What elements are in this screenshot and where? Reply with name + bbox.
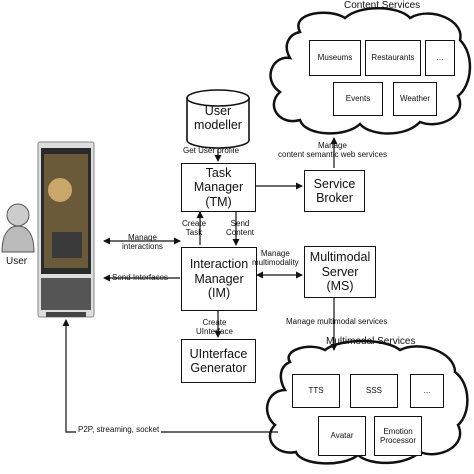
p2p-arrow xyxy=(62,319,278,433)
user-modeller-label: User modeller xyxy=(194,104,242,133)
p2p-label: P2P, streaming, socket xyxy=(76,425,162,435)
uinterface-generator-box: UInterface Generator xyxy=(181,339,256,383)
interaction-manager-box: Interaction Manager (IM) xyxy=(181,247,257,311)
content-services-title: Content Services xyxy=(344,0,421,11)
multimodal-service-avatar: Avatar xyxy=(318,416,366,456)
user-icon xyxy=(1,203,35,253)
manage-content-label: Manage content semantic web services xyxy=(278,141,387,159)
multimodal-server-box: Multimodal Server (MS) xyxy=(304,246,376,298)
content-service-restaurants: Restaurants xyxy=(365,40,421,76)
multimodal-service-emotion-processor: Emotion Processor xyxy=(374,416,422,456)
content-service-events: Events xyxy=(333,82,383,116)
multimodal-service-tts: TTS xyxy=(292,374,340,408)
task-manager-box: Task Manager (TM) xyxy=(181,163,256,212)
create-task-label: Create Task xyxy=(182,219,207,237)
send-content-label: Send Content xyxy=(226,219,255,237)
send-interfaces-label: Send Interfaces xyxy=(112,273,169,282)
multimodal-service-sss: SSS xyxy=(350,374,398,408)
kiosk-device-icon xyxy=(37,141,95,318)
create-uinterface-label: Create UInterface xyxy=(196,318,233,336)
get-user-profile-label: Get User profile xyxy=(183,146,240,155)
manage-interactions-label: Manage interactions xyxy=(122,233,163,251)
manage-multimodal-services-label: Manage multimodal services xyxy=(286,317,388,326)
multimodal-services-title: Multimodal Services xyxy=(326,336,416,347)
content-service-more: ... xyxy=(425,40,455,76)
service-broker-box: Service Broker xyxy=(304,170,365,212)
manage-multimodality-label: Manage multimodality xyxy=(252,249,299,267)
multimodal-service-more: ... xyxy=(410,374,444,408)
content-service-weather: Weather xyxy=(393,82,437,116)
user-modeller-cylinder xyxy=(186,89,250,149)
user-label: User xyxy=(6,256,28,267)
content-service-museums: Museums xyxy=(309,40,361,76)
